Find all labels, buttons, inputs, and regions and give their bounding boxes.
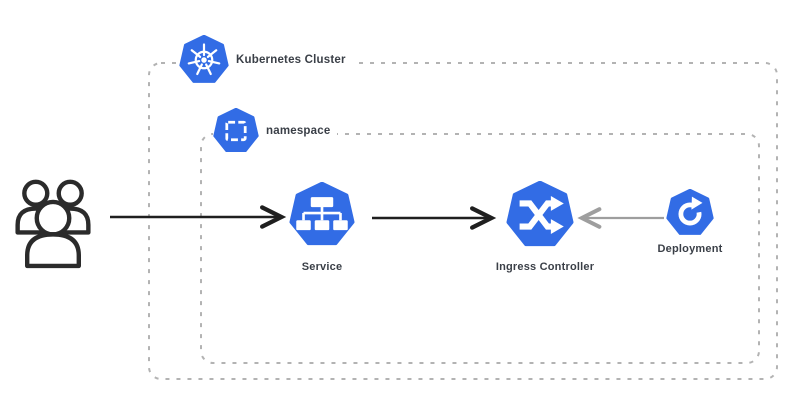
- ingress-controller-icon: [506, 181, 574, 247]
- ingress-controller-label: Ingress Controller: [495, 261, 595, 273]
- deployment-icon: [666, 189, 714, 235]
- cluster-label: Kubernetes Cluster: [229, 54, 353, 66]
- service-icon: [289, 182, 355, 246]
- cluster-boundary: [148, 62, 778, 380]
- service-label: Service: [301, 261, 343, 273]
- namespace-header: namespace: [213, 108, 338, 154]
- namespace-label: namespace: [259, 125, 338, 137]
- namespace-boundary: [200, 133, 760, 364]
- deployment-label: Deployment: [657, 243, 723, 255]
- namespace-icon: [213, 108, 259, 154]
- cluster-header: Kubernetes Cluster: [179, 35, 353, 85]
- users-icon: [15, 179, 91, 269]
- kubernetes-logo-icon: [179, 35, 229, 85]
